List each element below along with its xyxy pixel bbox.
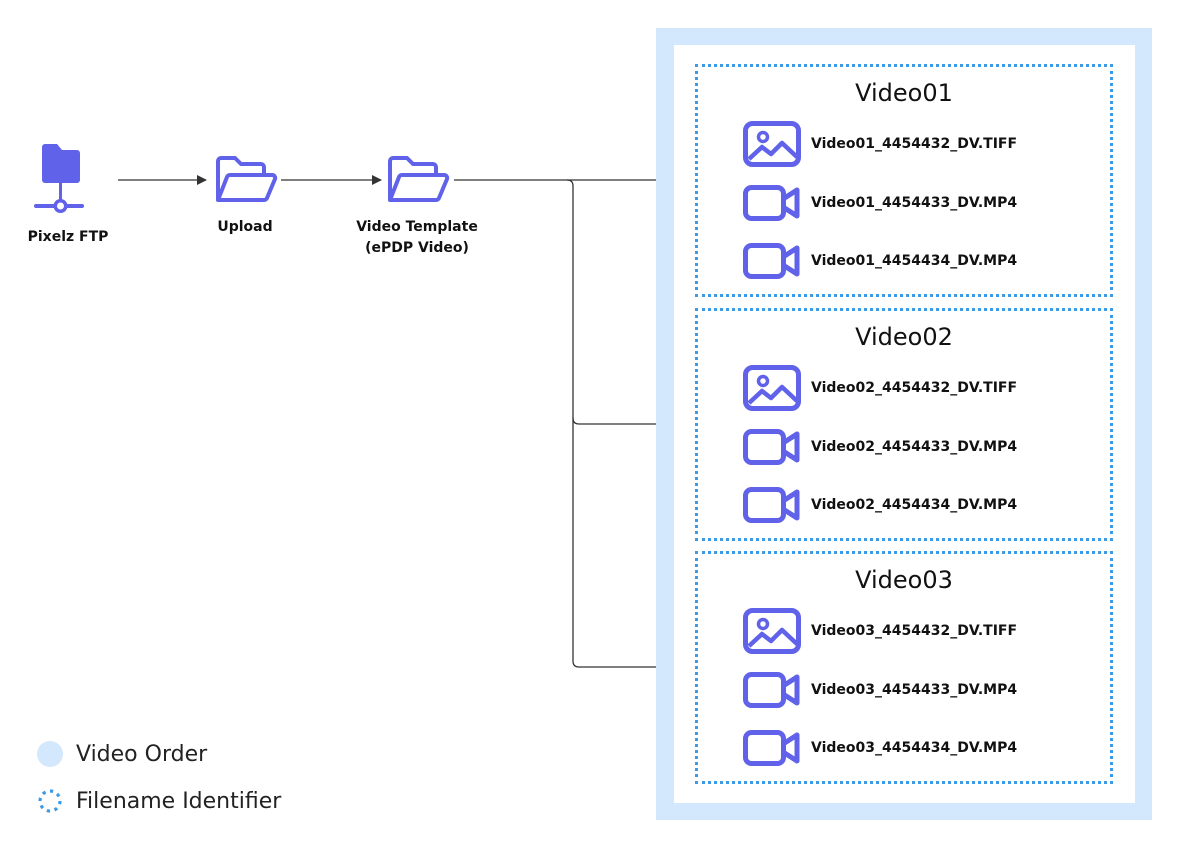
file-row: Video02_4454434_DV.MP4 xyxy=(743,482,1017,528)
file-name: Video01_4454433_DV.MP4 xyxy=(811,195,1018,211)
filename-identifier-group-video01: Video01 Video01_4454432_DV.TIFF Video01_4… xyxy=(695,64,1113,297)
file-name: Video02_4454432_DV.TIFF xyxy=(811,380,1018,396)
dotted-circle-icon xyxy=(36,787,64,815)
legend-item-video-order: Video Order xyxy=(36,740,207,768)
file-name: Video03_4454432_DV.TIFF xyxy=(811,623,1018,639)
legend-label: Video Order xyxy=(76,741,208,767)
legend-label: Filename Identifier xyxy=(76,788,282,814)
video-camera-icon xyxy=(743,482,803,528)
node-label-pixelz-ftp: Pixelz FTP xyxy=(27,229,109,245)
video-camera-icon xyxy=(743,238,803,284)
image-icon xyxy=(743,608,803,654)
file-name: Video03_4454434_DV.MP4 xyxy=(811,740,1018,756)
file-row: Video02_4454433_DV.MP4 xyxy=(743,424,1017,470)
connector-branch-video02 xyxy=(572,417,580,425)
file-name: Video02_4454433_DV.MP4 xyxy=(811,439,1018,455)
open-folder-icon xyxy=(214,154,278,211)
file-row: Video03_4454432_DV.TIFF xyxy=(743,608,1017,654)
file-name: Video01_4454434_DV.MP4 xyxy=(811,253,1018,269)
filename-identifier-group-video02: Video02 Video02_4454432_DV.TIFF Video02_4… xyxy=(695,308,1113,541)
file-row: Video01_4454432_DV.TIFF xyxy=(743,121,1017,167)
file-name: Video01_4454432_DV.TIFF xyxy=(811,136,1018,152)
video-camera-icon xyxy=(743,424,803,470)
file-name: Video02_4454434_DV.MP4 xyxy=(811,497,1018,513)
node-label-upload: Upload xyxy=(217,219,273,235)
filename-identifier-group-video03: Video03 Video03_4454432_DV.TIFF Video03_4… xyxy=(695,551,1113,784)
file-row: Video01_4454433_DV.MP4 xyxy=(743,180,1017,226)
legend-item-filename-identifier: Filename Identifier xyxy=(36,787,281,815)
file-row: Video02_4454432_DV.TIFF xyxy=(743,365,1017,411)
image-icon xyxy=(743,365,803,411)
node-label-video-template: Video Template (ePDP Video) xyxy=(356,219,478,256)
group-title: Video01 xyxy=(855,79,953,107)
file-row: Video03_4454433_DV.MP4 xyxy=(743,667,1017,713)
open-folder-icon xyxy=(386,154,450,211)
file-row: Video01_4454434_DV.MP4 xyxy=(743,238,1017,284)
image-icon xyxy=(743,121,803,167)
video-camera-icon xyxy=(743,667,803,713)
group-title: Video02 xyxy=(855,323,953,351)
solid-circle-icon xyxy=(36,740,64,768)
group-title: Video03 xyxy=(855,566,953,594)
video-camera-icon xyxy=(743,180,803,226)
file-name: Video03_4454433_DV.MP4 xyxy=(811,682,1018,698)
video-camera-icon xyxy=(743,725,803,771)
connector-branch-trunk xyxy=(566,179,580,668)
network-folder-icon xyxy=(32,140,86,223)
file-row: Video03_4454434_DV.MP4 xyxy=(743,725,1017,771)
